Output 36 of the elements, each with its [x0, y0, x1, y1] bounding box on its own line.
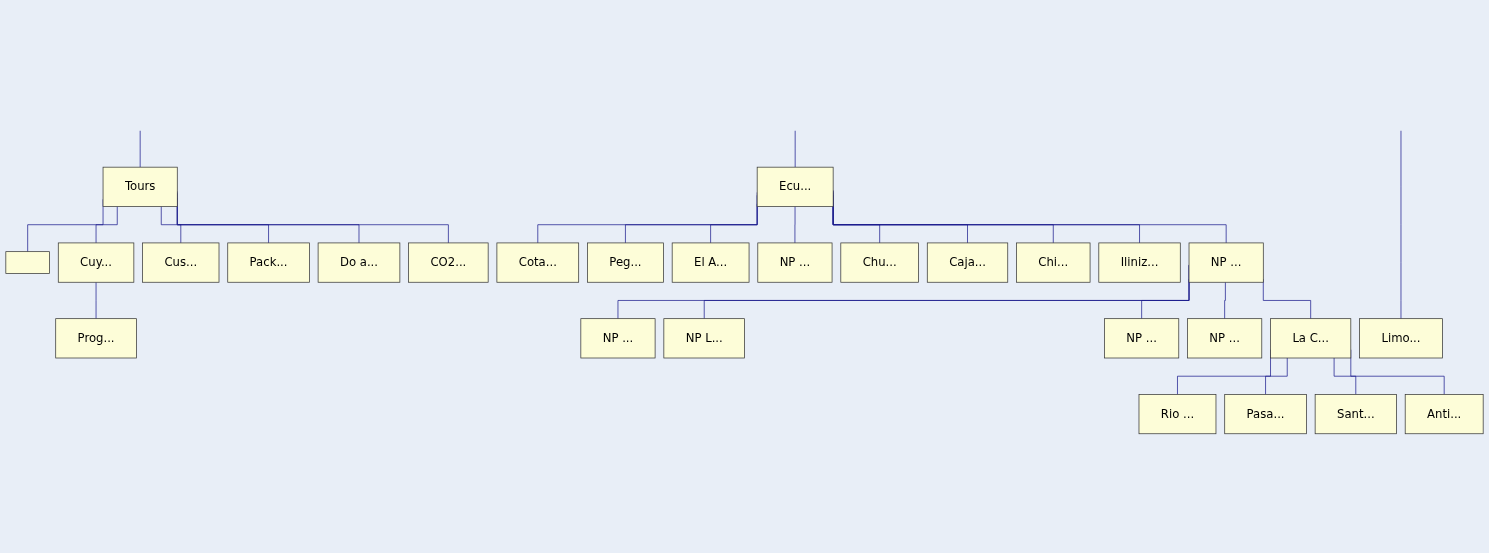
connector: [1333, 357, 1357, 395]
node-box: Pasa...: [1224, 393, 1307, 434]
node-box: NP ...: [1104, 318, 1180, 359]
node-box: Cus...: [142, 242, 220, 283]
node-box: Rio ...: [1138, 393, 1217, 434]
connector: [794, 205, 796, 243]
node-box: Limo...: [1359, 318, 1443, 359]
node-box: La C...: [1270, 318, 1352, 359]
node-box: Sant...: [1314, 393, 1397, 434]
connector: [95, 281, 97, 319]
node-box: NP ...: [580, 318, 656, 359]
node-box: CO2...: [408, 242, 489, 283]
node-box: Prog...: [55, 318, 137, 359]
connector: [1265, 357, 1288, 395]
connector: [1400, 130, 1402, 319]
node-box: NP ...: [757, 242, 833, 283]
node-box: NP ...: [1187, 318, 1263, 359]
node-box: Tours: [102, 166, 178, 207]
node-box: Pack...: [227, 242, 310, 283]
node-box: Do a...: [317, 242, 401, 283]
node-box: NP L...: [663, 318, 745, 359]
connector: [95, 205, 118, 243]
node-box: Chi...: [1016, 242, 1091, 283]
node-box: Cuy...: [57, 242, 135, 283]
node-box: NP ...: [1188, 242, 1264, 283]
node-box: Ecu...: [756, 166, 834, 207]
node-box: Anti...: [1404, 393, 1484, 434]
node-box: Caja...: [926, 242, 1009, 283]
node-box: Peg...: [587, 242, 664, 283]
node-box: El A...: [671, 242, 750, 283]
node-box: [5, 251, 50, 274]
connector: [1224, 281, 1226, 319]
connector: [160, 205, 182, 243]
node-box: Chu...: [840, 242, 919, 283]
node-box: Iliniz...: [1098, 242, 1181, 283]
node-box: Cota...: [496, 242, 580, 283]
